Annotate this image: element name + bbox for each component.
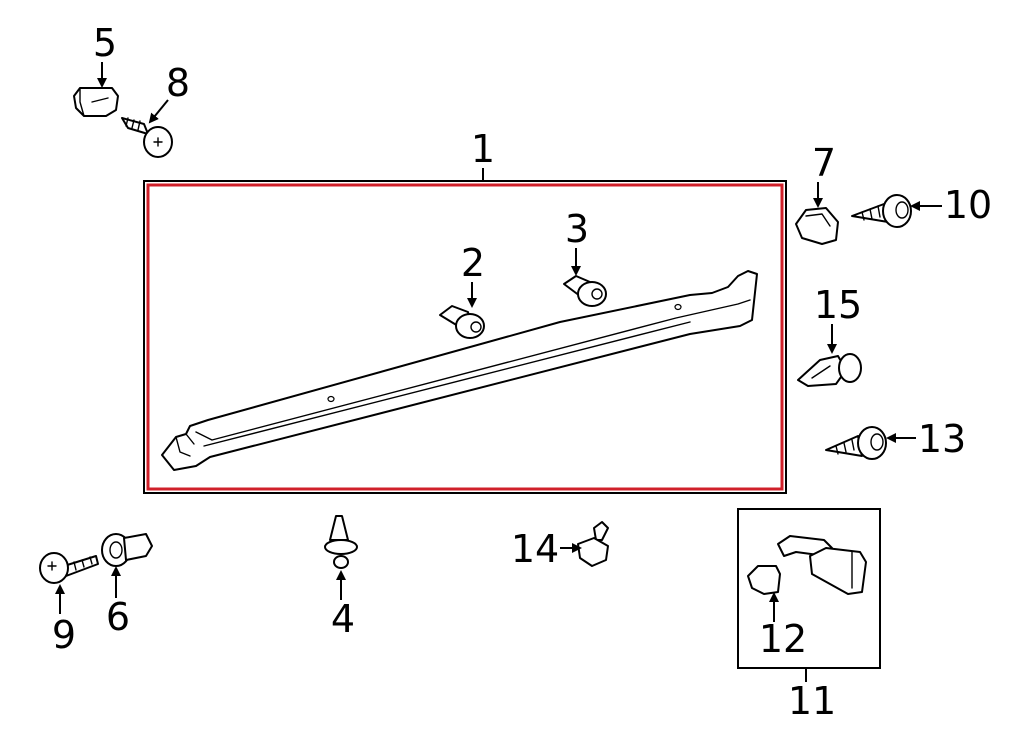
clip-part-7 [795,207,839,245]
callout-9: 9 [52,613,76,657]
callout-7: 7 [812,141,836,185]
callout-10: 10 [944,183,992,227]
callout-labels: 1 2 3 4 5 6 7 8 9 10 11 12 13 14 15 [52,21,992,723]
callout-3: 3 [565,207,589,251]
clip-part-15 [797,353,862,387]
screw-part-8 [121,117,173,158]
screw-part-13 [825,426,887,460]
clip-part-2 [439,305,485,339]
fastener-part-4 [324,515,358,569]
grommet-part-5 [73,87,119,117]
push-clip-part-6 [101,533,153,567]
callout-15: 15 [814,283,862,327]
callout-14: 14 [511,527,559,571]
callout-6: 6 [106,595,130,639]
stud-part-14 [577,521,609,567]
bracket-box-part-11 [737,508,881,669]
callout-2: 2 [461,241,485,285]
callout-13: 13 [918,417,966,461]
clip-part-3 [563,275,607,307]
bolt-part-9 [39,552,99,584]
callout-8: 8 [166,61,190,105]
callout-1: 1 [471,127,495,171]
callout-4: 4 [331,597,355,641]
callout-12: 12 [759,617,807,661]
leader-lines [55,62,942,682]
callout-11: 11 [788,679,836,723]
rocker-panel-part [161,270,758,471]
screw-part-10 [851,194,912,228]
callout-5: 5 [93,21,117,65]
